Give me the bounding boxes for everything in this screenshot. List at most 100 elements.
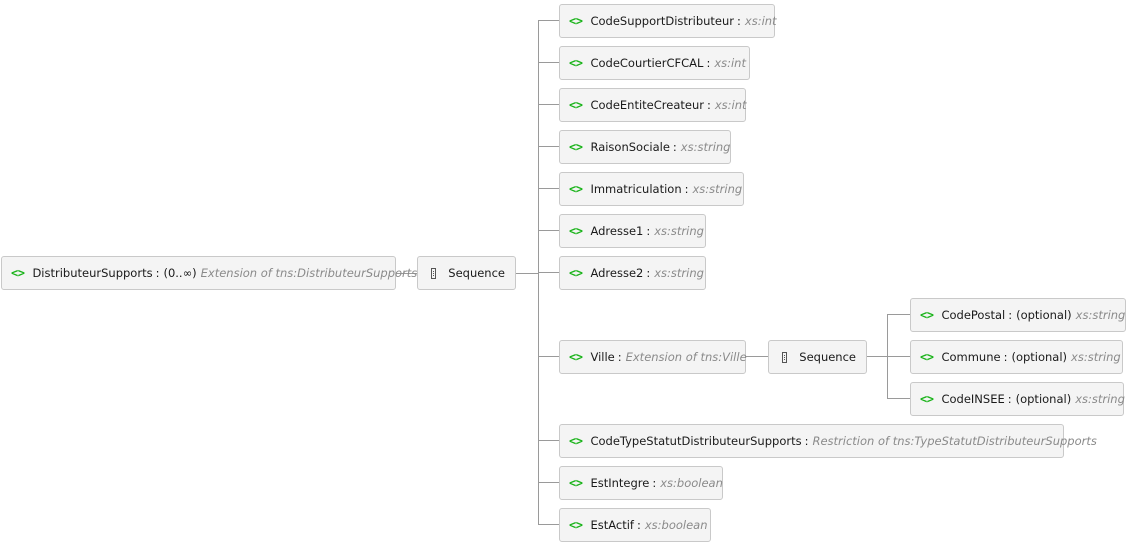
element-type: xs:int xyxy=(744,14,777,28)
connector-seq-trunk xyxy=(516,273,538,274)
connector-branch xyxy=(538,146,559,147)
occurrence: (0..∞) xyxy=(163,266,197,280)
element-name: Adresse1 xyxy=(590,224,644,238)
separator: : xyxy=(646,266,651,280)
separator: : xyxy=(1008,308,1013,322)
element-icon: <> xyxy=(569,476,583,490)
element-icon: <> xyxy=(920,392,934,406)
element-type: xs:boolean xyxy=(660,476,723,490)
connector-branch xyxy=(538,188,559,189)
element-type: Extension of tns:DistributeurSupports xyxy=(200,266,418,280)
connector-branch xyxy=(538,524,559,525)
element-type: xs:string xyxy=(654,224,704,238)
element-type: xs:boolean xyxy=(644,518,708,532)
element-type: xs:string xyxy=(680,140,731,154)
element-name: Adresse2 xyxy=(590,266,644,280)
connector-branch xyxy=(538,356,559,357)
element-icon: <> xyxy=(569,266,583,280)
sequence-label: Sequence xyxy=(448,266,505,280)
element-node-ville[interactable]: <> Ville : Extension of tns:Ville xyxy=(559,340,747,374)
element-node[interactable]: <> CodeTypeStatutDistributeurSupports : … xyxy=(559,424,1097,458)
element-node[interactable]: <> EstActif : xs:boolean xyxy=(559,508,711,542)
element-type: xs:string xyxy=(1075,392,1125,406)
separator: : xyxy=(737,14,741,28)
element-name: RaisonSociale xyxy=(590,140,670,154)
element-name: CodeSupportDistributeur xyxy=(590,14,735,28)
connector-branch xyxy=(538,440,559,441)
element-name: CodePostal xyxy=(941,308,1006,322)
element-icon: <> xyxy=(569,350,583,364)
connector-branch xyxy=(538,62,559,63)
element-type: xs:string xyxy=(1075,308,1126,322)
occurrence: (optional) xyxy=(1016,308,1072,322)
element-type: xs:int xyxy=(714,98,747,112)
connector-ville-seq xyxy=(746,356,768,357)
element-node[interactable]: <> RaisonSociale : xs:string xyxy=(559,130,731,164)
connector-branch xyxy=(887,314,910,315)
sequence-icon xyxy=(431,267,437,279)
separator: : xyxy=(672,140,677,154)
element-name: Commune xyxy=(941,350,1001,364)
element-type: xs:string xyxy=(692,182,743,196)
separator: : xyxy=(155,266,160,280)
element-icon: <> xyxy=(920,308,934,322)
element-node[interactable]: <> Immatriculation : xs:string xyxy=(559,172,744,206)
sequence-node-main[interactable]: Sequence xyxy=(417,256,516,290)
element-icon: <> xyxy=(569,98,583,112)
element-node[interactable]: <> Adresse2 : xs:string xyxy=(559,256,706,290)
connector-branch xyxy=(538,230,559,231)
element-icon: <> xyxy=(569,140,583,154)
element-type: xs:string xyxy=(1071,350,1121,364)
separator: : xyxy=(646,224,651,238)
sequence-label: Sequence xyxy=(799,350,856,364)
element-node[interactable]: <> CodeSupportDistributeur : xs:int xyxy=(559,4,777,38)
element-node[interactable]: <> CodeEntiteCreateur : xs:int xyxy=(559,88,747,122)
separator: : xyxy=(706,56,711,70)
element-node[interactable]: <> EstIntegre : xs:boolean xyxy=(559,466,723,500)
connector-branch xyxy=(887,356,910,357)
element-type: Extension of tns:Ville xyxy=(625,350,747,364)
sequence-icon xyxy=(782,351,788,363)
element-name: DistributeurSupports xyxy=(32,266,153,280)
separator: : xyxy=(652,476,657,490)
element-name: EstIntegre xyxy=(590,476,650,490)
element-node[interactable]: <> CodeINSEE : (optional) xs:string xyxy=(910,382,1125,416)
occurrence: (optional) xyxy=(1015,392,1072,406)
element-icon: <> xyxy=(569,224,583,238)
separator: : xyxy=(1003,350,1008,364)
element-icon: <> xyxy=(11,266,25,280)
sequence-node-ville[interactable]: Sequence xyxy=(768,340,867,374)
separator: : xyxy=(706,98,711,112)
connector-ville-seq-trunk xyxy=(867,356,887,357)
element-name: Immatriculation xyxy=(590,182,682,196)
element-icon: <> xyxy=(569,182,583,196)
element-node[interactable]: <> Commune : (optional) xs:string xyxy=(910,340,1123,374)
element-name: CodeCourtierCFCAL xyxy=(590,56,704,70)
connector-root-seq xyxy=(396,273,417,274)
element-icon: <> xyxy=(569,56,583,70)
connector-branch xyxy=(538,482,559,483)
element-node-root[interactable]: <> DistributeurSupports : (0..∞) Extensi… xyxy=(1,256,417,290)
element-name: EstActif xyxy=(590,518,634,532)
separator: : xyxy=(636,518,641,532)
separator: : xyxy=(804,434,809,448)
element-node[interactable]: <> Adresse1 : xs:string xyxy=(559,214,706,248)
connector-branch xyxy=(538,20,559,21)
occurrence: (optional) xyxy=(1011,350,1068,364)
element-name: CodeTypeStatutDistributeurSupports xyxy=(590,434,802,448)
connector-branch xyxy=(538,104,559,105)
element-icon: <> xyxy=(569,518,583,532)
separator: : xyxy=(617,350,622,364)
element-name: CodeINSEE xyxy=(941,392,1005,406)
element-icon: <> xyxy=(569,14,583,28)
element-type: xs:string xyxy=(654,266,704,280)
element-name: Ville xyxy=(590,350,615,364)
element-node[interactable]: <> CodePostal : (optional) xs:string xyxy=(910,298,1126,332)
element-type: Restriction of tns:TypeStatutDistributeu… xyxy=(812,434,1097,448)
element-node[interactable]: <> CodeCourtierCFCAL : xs:int xyxy=(559,46,750,80)
separator: : xyxy=(684,182,689,196)
connector-branch xyxy=(887,398,910,399)
element-icon: <> xyxy=(569,434,583,448)
element-name: CodeEntiteCreateur xyxy=(590,98,704,112)
element-icon: <> xyxy=(920,350,934,364)
